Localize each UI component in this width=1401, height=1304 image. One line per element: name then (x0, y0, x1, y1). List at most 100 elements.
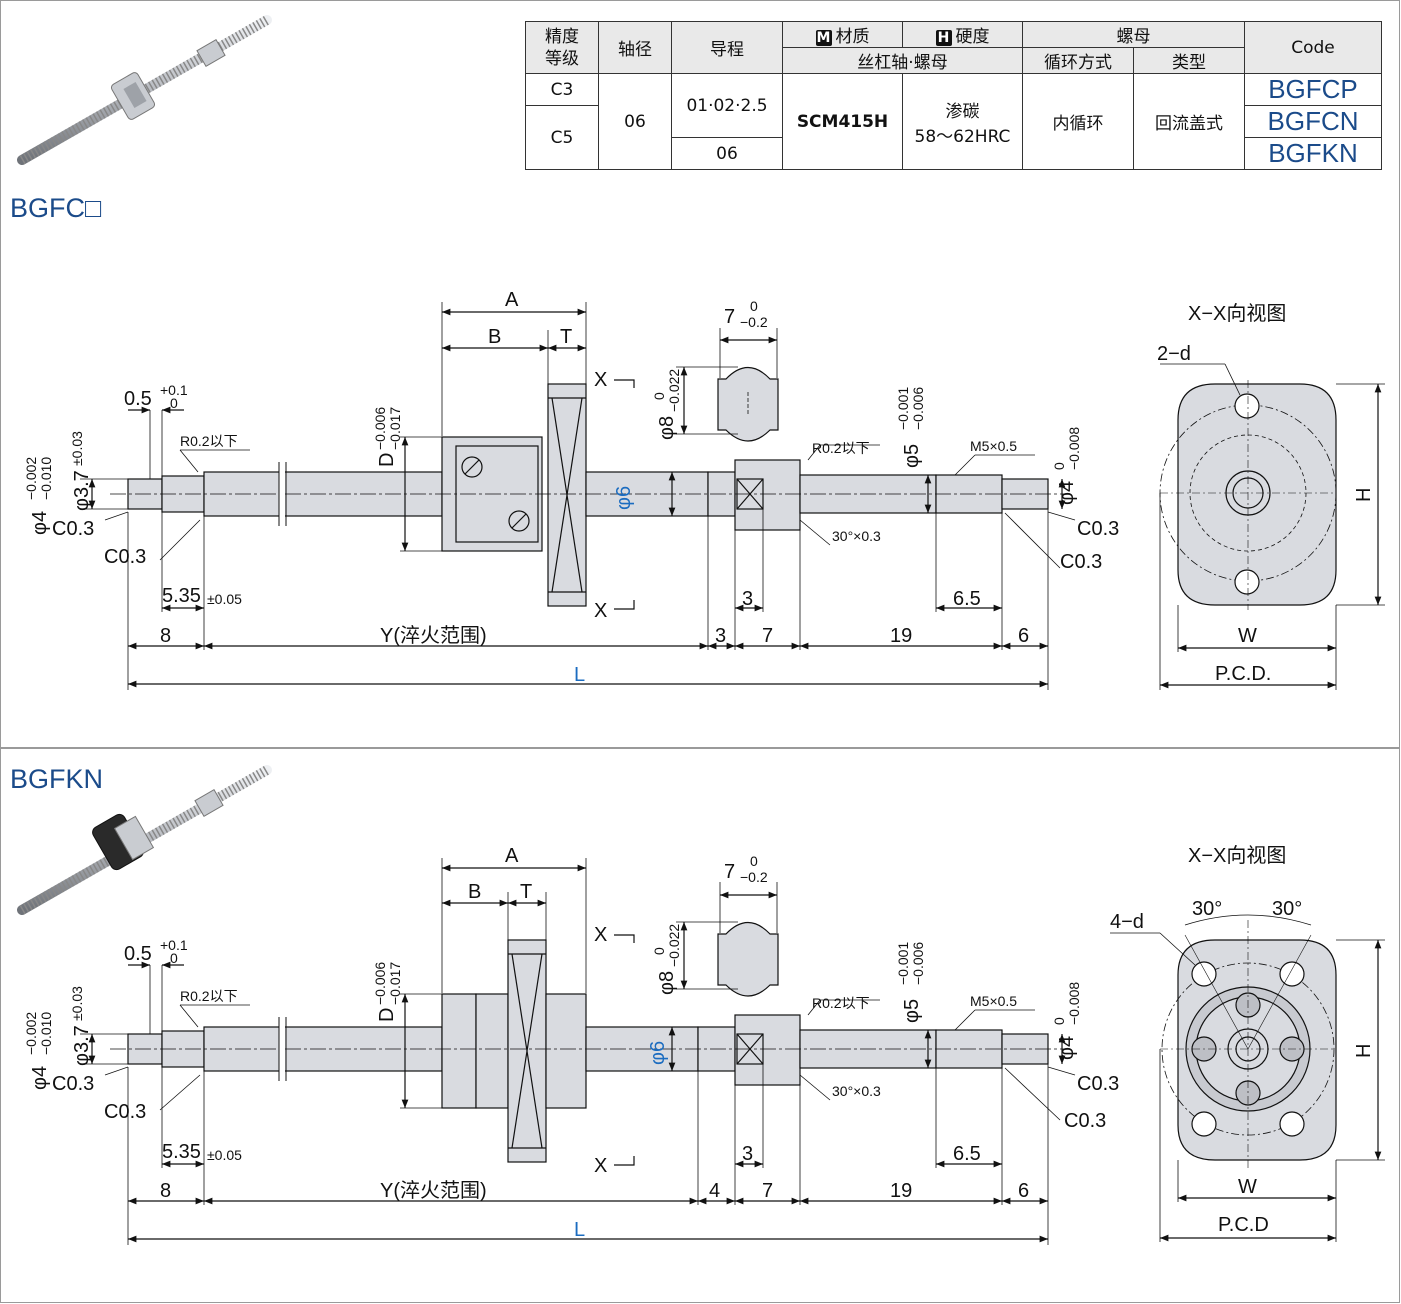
svg-text:3: 3 (742, 1143, 753, 1165)
svg-text:5.35: 5.35 (162, 1141, 201, 1163)
view-pcd-bottom: P.C.D (1218, 1214, 1269, 1236)
labels-bgfkn: A B T X X 7 0 −0.2 φ8 0 −0.022 D −0.006 … (23, 844, 1375, 1241)
svg-text:X: X (594, 924, 607, 946)
cell-lead-2: 06 (671, 137, 783, 170)
angle-right: 30° (1272, 898, 1302, 920)
svg-text:−0.008: −0.008 (1066, 427, 1082, 470)
svg-text:φ4: φ4 (1056, 1036, 1078, 1060)
end-view-bgfc (1159, 363, 1385, 690)
svg-text:D: D (376, 1008, 398, 1022)
chamfer-left-2: C0.3 (104, 546, 146, 568)
cell-material: SCM415H (782, 73, 903, 170)
view-W-bottom: W (1238, 1176, 1257, 1198)
svg-text:φ5: φ5 (901, 999, 923, 1023)
svg-text:−0.006: −0.006 (910, 387, 926, 430)
svg-text:±0.03: ±0.03 (69, 431, 85, 466)
panel-bgfc (0, 0, 1400, 748)
dim-Y: Y(淬火范围) (380, 624, 487, 647)
svg-text:R0.2以下: R0.2以下 (812, 995, 870, 1011)
end-view-bgfkn (1110, 914, 1385, 1242)
svg-text:φ6: φ6 (647, 1041, 669, 1065)
code-bgfkn: BGFKN (1244, 137, 1382, 170)
header-circulation: 循环方式 (1022, 47, 1134, 74)
svg-text:−0.022: −0.022 (666, 369, 682, 412)
svg-text:−0.017: −0.017 (387, 407, 403, 450)
svg-text:6: 6 (1018, 1180, 1029, 1202)
svg-text:+0.1: +0.1 (160, 382, 188, 398)
drawing-bgfkn (80, 858, 1076, 1245)
thread-m5: M5×0.5 (970, 438, 1017, 454)
svg-text:0: 0 (651, 947, 667, 955)
panel-bgfkn (0, 748, 1400, 1303)
svg-text:0: 0 (651, 392, 667, 400)
svg-text:−0.008: −0.008 (1066, 982, 1082, 1025)
product-photo-bgfkn (22, 770, 267, 910)
svg-text:−0.010: −0.010 (38, 457, 54, 500)
svg-text:0.5: 0.5 (124, 943, 152, 965)
cell-grade-c5: C5 (525, 105, 599, 170)
cell-shaft-dia: 06 (598, 73, 672, 170)
svg-text:φ4: φ4 (29, 1066, 51, 1090)
svg-text:±0.05: ±0.05 (207, 591, 242, 607)
chamfer-right-1: C0.3 (1077, 518, 1119, 540)
chamfer-left-1: C0.3 (52, 518, 94, 540)
svg-text:−0.017: −0.017 (387, 962, 403, 1005)
dim-3: 3 (715, 625, 726, 647)
section-title-bgfkn: BGFKN (10, 764, 104, 794)
svg-text:A: A (505, 845, 519, 867)
dim-phi4-right: φ4 (1056, 481, 1078, 505)
svg-text:−0.2: −0.2 (740, 869, 768, 885)
dim-A: A (505, 289, 519, 311)
drawing-bgfc (80, 302, 1076, 690)
view-H-top: H (1353, 488, 1375, 502)
svg-text:Y(淬火范围): Y(淬火范围) (380, 1179, 487, 1202)
section-mark-X-bottom: X (594, 600, 607, 622)
material-badge: M (815, 30, 832, 46)
dim-6.5: 6.5 (953, 588, 981, 610)
svg-text:0: 0 (170, 950, 178, 966)
dim-7b: 7 (762, 625, 773, 647)
chamfer-30: 30°×0.3 (832, 528, 881, 544)
dim-phi6: φ6 (613, 486, 635, 510)
dim-phi4-left: φ4 (29, 511, 51, 535)
svg-text:8: 8 (160, 1180, 171, 1202)
chamfer-right-2: C0.3 (1060, 551, 1102, 573)
svg-text:±0.03: ±0.03 (69, 986, 85, 1021)
dim-L: L (574, 664, 585, 686)
svg-text:0: 0 (1051, 1017, 1067, 1025)
svg-text:−0.2: −0.2 (740, 314, 768, 330)
svg-text:L: L (574, 1219, 585, 1241)
header-code: Code (1244, 21, 1382, 74)
svg-text:+0.1: +0.1 (160, 937, 188, 953)
labels-bgfc: A B T X X 7 0 −0.2 φ8 0 −0.022 D −0.006 … (23, 289, 1375, 686)
note-r02-left: R0.2以下 (180, 433, 238, 449)
dim-phi8: φ8 (656, 416, 678, 440)
svg-text:R0.2以下: R0.2以下 (180, 988, 238, 1004)
dim-4: 4 (709, 1180, 720, 1202)
svg-text:−0.002: −0.002 (23, 1012, 39, 1055)
svg-text:−0.010: −0.010 (38, 1012, 54, 1055)
code-bgfcn: BGFCN (1244, 105, 1382, 138)
svg-text:−0.006: −0.006 (372, 962, 388, 1005)
header-lead: 导程 (671, 21, 783, 74)
dim-B: B (488, 326, 501, 348)
svg-text:M5×0.5: M5×0.5 (970, 993, 1017, 1009)
dim-19: 19 (890, 625, 912, 647)
nut-body-3 (545, 993, 587, 1109)
dim-0.5: 0.5 (124, 388, 152, 410)
hardness-badge: H (935, 30, 952, 46)
section-mark-X-top: X (594, 369, 607, 391)
note-r02-right: R0.2以下 (812, 440, 870, 456)
dim-3-flat: 3 (742, 588, 753, 610)
dim-8: 8 (160, 625, 171, 647)
svg-text:−0.001: −0.001 (895, 942, 911, 985)
svg-text:0: 0 (750, 298, 758, 314)
dim-D: D (376, 453, 398, 467)
dim-7: 7 (724, 306, 735, 328)
svg-text:−0.022: −0.022 (666, 924, 682, 967)
code-bgfcp: BGFCP (1244, 73, 1382, 106)
svg-text:B: B (468, 881, 481, 903)
